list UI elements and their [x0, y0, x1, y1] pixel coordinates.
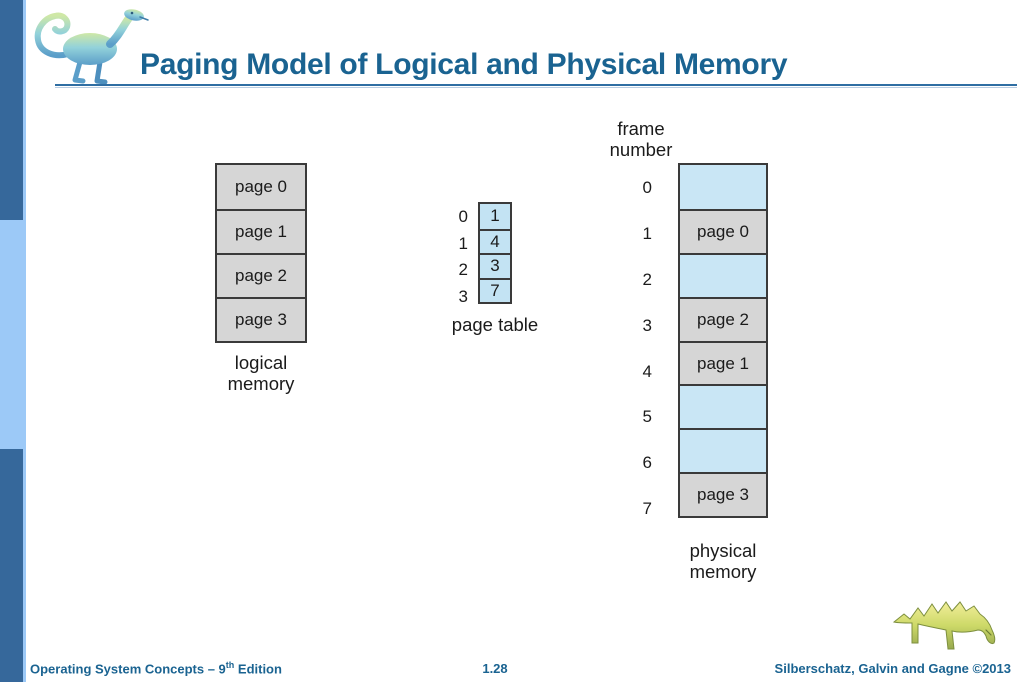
frame-index: 2 — [642, 269, 652, 289]
page-table-index-column: 0 1 2 3 — [444, 204, 472, 310]
page-table-index: 0 — [458, 207, 468, 227]
frame-index: 0 — [642, 177, 652, 197]
page-table-index: 1 — [458, 233, 468, 253]
logical-page-cell: page 0 — [217, 165, 305, 209]
logical-memory-column: page 0 page 1 page 2 page 3 — [215, 163, 307, 343]
physical-frame-cell: page 3 — [680, 472, 766, 517]
physical-frame-cell — [680, 165, 766, 209]
dinosaur-logo-icon — [34, 9, 149, 85]
logical-memory-label-line1: logical — [234, 352, 288, 373]
frame-number-header-line2: number — [609, 139, 673, 160]
page-table-index: 2 — [458, 260, 468, 280]
physical-memory-label: physical memory — [663, 540, 783, 582]
footer-edition-suffix: Edition — [234, 661, 282, 676]
footer-book-title: Operating System Concepts – 9th Edition — [30, 660, 282, 676]
physical-frame-cell: page 2 — [680, 296, 766, 341]
physical-frame-cell: page 0 — [680, 208, 766, 253]
title-underline-shadow — [55, 87, 1017, 88]
title-underline — [55, 84, 1017, 86]
page-table-index: 3 — [458, 286, 468, 306]
logical-memory-label-line2: memory — [227, 373, 295, 394]
sidebar-segment-bottom — [0, 449, 23, 682]
footer-edition-superscript: th — [225, 659, 235, 670]
physical-memory-label-line2: memory — [689, 561, 757, 582]
page-table-entry: 4 — [480, 228, 510, 253]
page-table-label: page table — [451, 314, 539, 335]
page-table-entry: 7 — [480, 277, 510, 302]
physical-frame-cell — [680, 252, 766, 297]
page-title: Paging Model of Logical and Physical Mem… — [140, 48, 788, 81]
logical-page-cell: page 2 — [217, 253, 305, 297]
frame-index: 1 — [642, 223, 652, 243]
frame-index: 4 — [642, 361, 652, 381]
logical-memory-label: logical memory — [200, 352, 322, 394]
sidebar-segment-top — [0, 0, 23, 220]
frame-index: 5 — [642, 407, 652, 427]
logical-page-cell: page 1 — [217, 209, 305, 253]
physical-memory-label-line1: physical — [689, 540, 757, 561]
sidebar-decoration — [0, 0, 26, 682]
footer-authors: Silberschatz, Galvin and Gagne ©2013 — [774, 661, 1011, 676]
physical-frame-cell — [680, 428, 766, 473]
dinosaur-footer-icon — [892, 601, 996, 650]
page-table-column: 1 4 3 7 — [478, 202, 512, 304]
logical-page-cell: page 3 — [217, 297, 305, 341]
sidebar-edge-strip — [23, 0, 26, 682]
frame-number-header: frame number — [598, 118, 684, 160]
physical-frame-cell — [680, 384, 766, 429]
frame-index: 7 — [642, 499, 652, 519]
frame-index-column: 0 1 2 3 4 5 6 7 — [630, 165, 658, 532]
footer-book-title-text: Operating System Concepts – 9 — [30, 661, 226, 676]
frame-index: 6 — [642, 453, 652, 473]
physical-frame-cell: page 1 — [680, 340, 766, 385]
page-table-entry: 1 — [480, 204, 510, 229]
physical-memory-column: page 0 page 2 page 1 page 3 — [678, 163, 768, 519]
frame-index: 3 — [642, 315, 652, 335]
sidebar-segment-middle — [0, 220, 23, 449]
frame-number-header-line1: frame — [617, 118, 665, 139]
slide-page-number: 1.28 — [482, 661, 508, 676]
page-table-entry: 3 — [480, 253, 510, 278]
